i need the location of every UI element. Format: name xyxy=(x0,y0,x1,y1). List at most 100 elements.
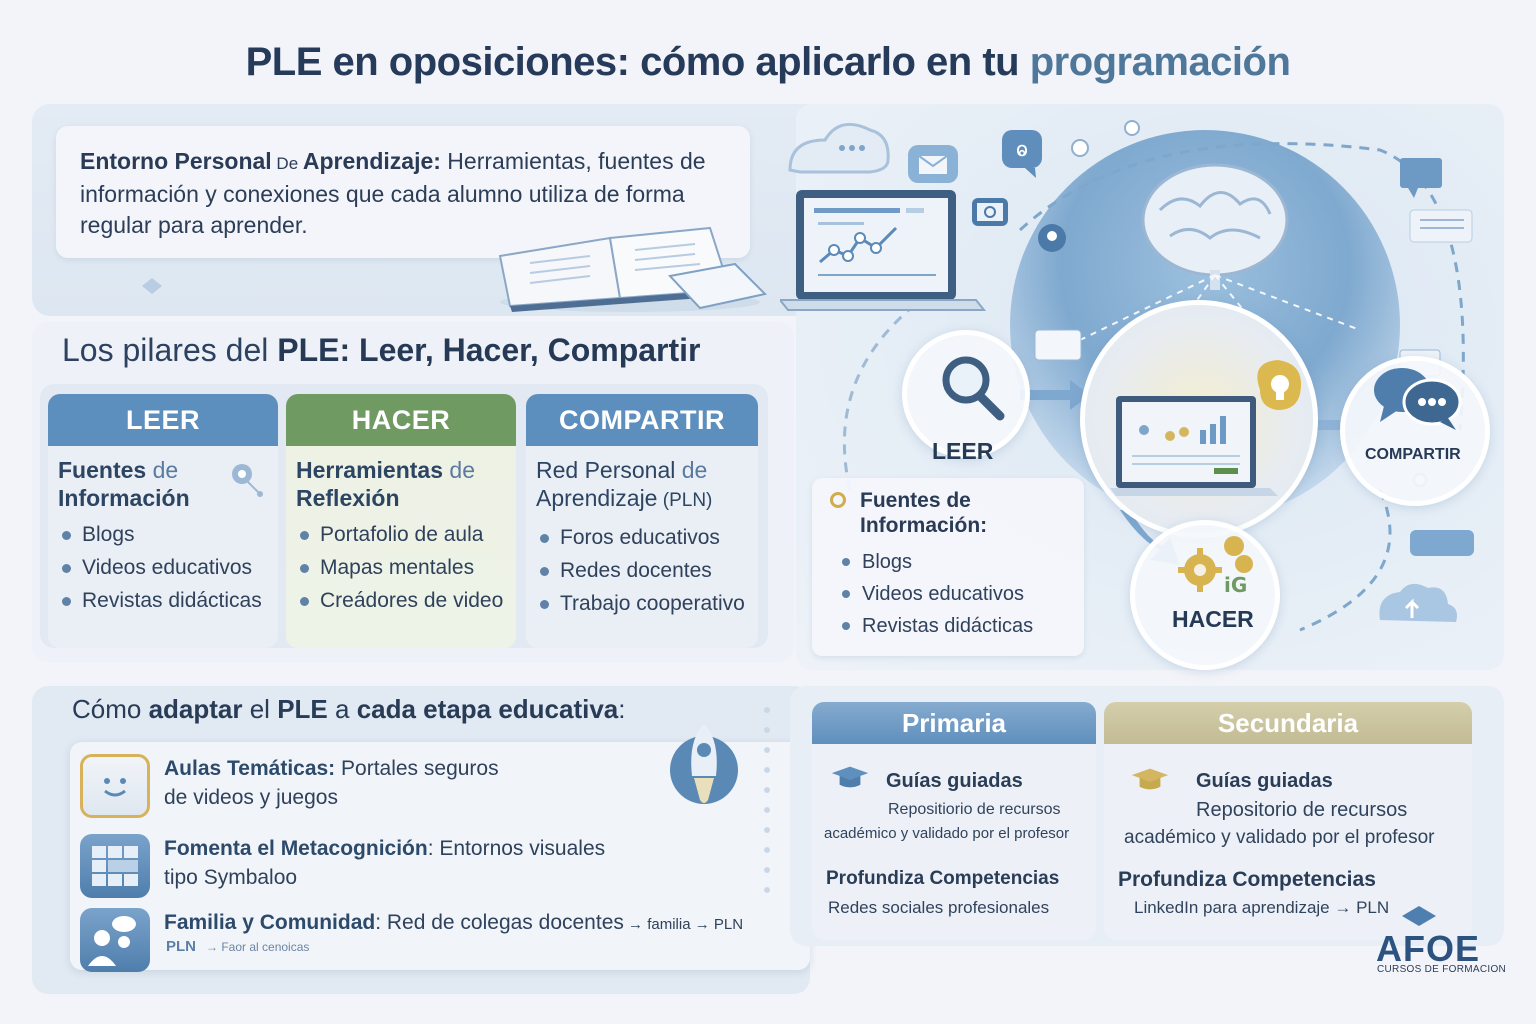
nivel-header: Primaria xyxy=(812,702,1096,744)
pilar-sub-line2: Información xyxy=(58,485,190,511)
definition-term-1: Entorno Personal xyxy=(80,148,272,174)
pilar-sub-light: de xyxy=(146,457,179,483)
node-hacer-label: HACER xyxy=(1172,606,1254,632)
etapa-row-metacognicion: Fomenta el Metacognición: Entornos visua… xyxy=(80,834,605,898)
magnifier-icon xyxy=(942,356,1005,421)
etapa-title-seg: Cómo xyxy=(72,694,149,724)
nivel-pdesc: LinkedIn para aprendizaje → PLN xyxy=(1134,898,1390,917)
etapa-row-bold: Familia y Comunidad xyxy=(164,911,376,934)
list-item: Mapas mentales xyxy=(298,551,516,584)
diagram-info-card: Blogs Videos educativos Revistas didácti… xyxy=(812,478,1084,656)
node-compartir-label: COMPARTIR xyxy=(1365,446,1461,463)
mail-icon xyxy=(908,145,958,183)
pin-icon xyxy=(1038,224,1066,252)
etapa-title-seg: el xyxy=(242,694,278,724)
etapa-title-seg: adaptar xyxy=(148,694,243,724)
etapa-row-familia: Familia y Comunidad: Red de colegas doce… xyxy=(80,908,743,972)
folder-icon xyxy=(1034,329,1082,361)
page-title: PLE en oposiciones: cómo aplicarlo en tu… xyxy=(0,40,1536,85)
target-node-icon xyxy=(232,464,263,497)
pilar-header: HACER xyxy=(286,394,516,446)
pilares-title-light: Los pilares del xyxy=(62,332,278,368)
pilar-sub-bold: Red Personal xyxy=(536,457,676,483)
nivel-desc-1: Repositiorio de recursos xyxy=(888,801,1061,818)
community-icon xyxy=(80,908,150,972)
definition-term-2: Aprendizaje: xyxy=(302,148,441,174)
afoe-logo-hat-icon xyxy=(1402,906,1436,926)
box-icon xyxy=(1410,530,1474,556)
pilar-list: Foros educativos Redes docentes Trabajo … xyxy=(526,515,758,620)
title-part-3: tu xyxy=(982,40,1020,84)
arrow-right-icon xyxy=(1020,380,1090,410)
definition-box: Entorno Personal De Aprendizaje: Herrami… xyxy=(56,126,750,258)
pilar-sub-light: de xyxy=(675,457,708,483)
pln-label: PLN xyxy=(166,938,196,955)
list-item: Revistas didácticas xyxy=(60,584,278,617)
pilar-list: Blogs Videos educativos Revistas didácti… xyxy=(48,512,278,617)
nivel-header: Secundaria xyxy=(1104,702,1472,744)
list-item: Creádores de video xyxy=(298,584,516,617)
list-item: Redes docentes xyxy=(538,554,758,587)
list-item: Videos educativos xyxy=(60,551,278,584)
title-part-4: programación xyxy=(1019,40,1291,84)
brain-icon xyxy=(1141,163,1289,290)
pilares-title: Los pilares del PLE: Leer, Hacer, Compar… xyxy=(62,332,701,369)
nivel-prof: Profundiza Competencias xyxy=(826,868,1060,889)
ring-bullet-icon xyxy=(830,492,846,508)
nivel-desc-2: académico y validado por el profesor xyxy=(824,825,1070,842)
pln-text: → Faor al cenoicas xyxy=(206,940,310,954)
list-item: Videos educativos xyxy=(840,578,1033,610)
nivel-guia: Guías guiadas xyxy=(886,770,1023,792)
pilar-sub-line2-light: (PLN) xyxy=(657,490,713,511)
list-item: Foros educativos xyxy=(538,521,758,554)
pilar-sub-bold: Herramientas xyxy=(296,457,444,483)
laptop-chart-icon xyxy=(780,190,987,311)
title-part-2: cómo aplicarlo en xyxy=(629,40,983,84)
gear-icon: iG xyxy=(1178,536,1253,596)
nivel-pdesc: Redes sociales profesionales xyxy=(828,898,1050,917)
list-item: Portafolio de aula xyxy=(298,518,516,551)
diagram-info-title: Fuentes de Información: xyxy=(860,489,988,537)
cloud-chat-icon xyxy=(788,122,890,174)
graduation-cap-icon xyxy=(1131,768,1169,790)
smiley-folder-icon xyxy=(80,754,150,818)
etapa-title-seg: : xyxy=(618,694,626,724)
node-hacer xyxy=(1130,520,1280,670)
etapa-row-line2: tipo Symbaloo xyxy=(164,866,298,889)
diamond-decoration-icon xyxy=(142,278,162,294)
rocket-icon xyxy=(670,724,738,804)
afoe-tagline: CURSOS DE FORMACION xyxy=(1377,964,1507,975)
pilar-sub-bold: Fuentes xyxy=(58,457,147,483)
comment-icon xyxy=(1400,158,1442,198)
list-item: Revistas didácticas xyxy=(840,610,1033,642)
afoe-logo: AFOE xyxy=(1376,928,1481,969)
pilar-header: COMPARTIR xyxy=(526,394,758,446)
etapa-row-desc: : Entornos visuales xyxy=(427,837,606,860)
etapa-title: Cómo adaptar el PLE a cada etapa educati… xyxy=(72,694,626,725)
pilar-sub-line2: Reflexión xyxy=(296,485,400,511)
etapa-row-bold: Fomenta el Metacognición xyxy=(164,837,428,860)
etapa-title-seg: PLE xyxy=(277,694,328,724)
pilar-sub-light: de xyxy=(443,457,476,483)
list-item: Blogs xyxy=(840,546,1033,578)
pilar-list: Portafolio de aula Mapas mentales Creádo… xyxy=(286,512,516,617)
speech-bubbles-icon xyxy=(1374,368,1462,430)
svg-text:ⱺ: ⱺ xyxy=(1016,137,1028,161)
nivel-card-primaria: Primaria Guías guiadas Repositiorio de r… xyxy=(812,702,1096,940)
pilar-header: LEER xyxy=(48,394,278,446)
etapa-row-desc: Portales seguros xyxy=(335,757,499,780)
camera-icon xyxy=(972,198,1008,226)
graduation-cap-icon xyxy=(831,766,869,788)
etapa-title-seg: a xyxy=(327,694,357,724)
chat-bubble-icon: ⱺ xyxy=(1002,130,1042,178)
title-part-1: PLE en oposiciones: xyxy=(245,40,630,84)
nivel-card-secundaria: Secundaria Guías guiadas Repositorio de … xyxy=(1104,702,1472,940)
node-leer xyxy=(902,330,1030,458)
definition-term-de: De xyxy=(271,154,303,173)
